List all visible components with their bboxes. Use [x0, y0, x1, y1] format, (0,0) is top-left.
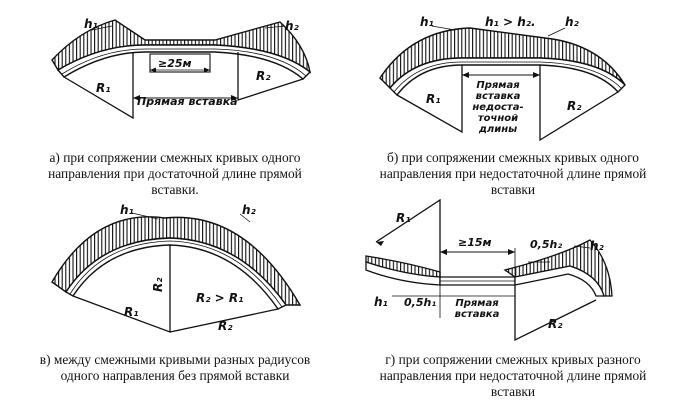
panel-a-label-h1: h₁ — [84, 17, 98, 31]
panel-c-label-h1: h₁ — [120, 203, 134, 217]
panel-b-drawing: h₁ h₁ > h₂. h₂ R₁ R₂ Прямая вставка недо… — [379, 15, 626, 142]
panel-b-label-r1: R₁ — [426, 92, 441, 106]
panel-b-straight-label: Прямая вставка недоста- точной длины — [472, 80, 523, 135]
panel-c-superelevation-band — [51, 216, 302, 306]
panel-a-label-r2: R₂ — [256, 69, 271, 83]
panel-c-label-r2: R₂ — [218, 319, 233, 333]
panel-c-drawing: h₁ h₂ R₁ R₂ R₂ > R₁ R₂ — [51, 203, 302, 333]
panel-b-radius-r2 — [539, 65, 619, 142]
svg-text:недоста-: недоста- — [472, 102, 523, 113]
panel-c-relation: R₂ > R₁ — [196, 291, 243, 305]
svg-text:вставка: вставка — [476, 91, 521, 102]
panel-c-road-surface — [65, 237, 288, 310]
panel-d-half-h2: 0,5h₂ — [530, 238, 562, 251]
svg-text:Прямая: Прямая — [455, 298, 499, 309]
caption-d: г) при сопряжении смежных кривых разного… — [379, 352, 647, 399]
panel-b-label-r2: R₂ — [567, 99, 582, 113]
panel-d-label-r2: R₂ — [548, 317, 563, 331]
caption-a: а) при сопряжении смежных кривых одного … — [48, 150, 302, 197]
panel-b-centerline — [393, 61, 623, 93]
panel-a-min-length-box — [149, 53, 211, 73]
panel-d-min-length: ≥15м — [458, 236, 492, 249]
panel-d-drawing: R₁ ≥15м 0,5h₂ h₂ h₁ 0,5h₁ Прямая вставка… — [365, 198, 613, 342]
panel-c-label-h2: h₂ — [242, 203, 257, 217]
panel-d-straight-label: Прямая вставка — [455, 298, 500, 320]
panel-a-min-length: ≥25м — [158, 57, 192, 70]
caption-b: б) при сопряжении смежных кривых одного … — [379, 150, 647, 197]
panel-a-radius-r2 — [237, 52, 304, 101]
panel-d-label-h1: h₁ — [374, 295, 388, 309]
svg-text:точной: точной — [478, 113, 518, 124]
panel-d-half-h1: 0,5h₁ — [404, 296, 436, 309]
svg-text:вставка: вставка — [455, 309, 500, 320]
panel-a-straight-label: Прямая вставка — [137, 95, 238, 108]
panel-a-centerline — [61, 48, 307, 77]
panel-c-label-r2-vertical: R₂ — [151, 277, 165, 292]
panel-b-label-h2: h₂ — [565, 15, 580, 29]
panel-d-right-road-surface — [514, 265, 605, 297]
panel-d-label-h2: h₂ — [590, 239, 605, 253]
panel-a-radius-r1 — [63, 52, 134, 120]
panel-c-radius-r2 — [169, 308, 279, 333]
panel-d-radius-r2 — [514, 285, 597, 342]
svg-text:Прямая: Прямая — [476, 80, 520, 91]
panel-d-label-r1: R₁ — [396, 211, 411, 225]
panel-a-label-r1: R₁ — [96, 81, 111, 95]
panel-b-radius-r1 — [396, 65, 463, 134]
panel-a-label-h2: h₂ — [285, 19, 300, 33]
panel-c-centerline — [69, 240, 283, 308]
panel-b-label-h1: h₁ — [420, 15, 434, 29]
caption-c: в) между смежными кривыми разных радиусо… — [39, 352, 311, 383]
svg-text:длины: длины — [478, 124, 517, 135]
panel-b-relation: h₁ > h₂. — [485, 15, 536, 29]
panel-c-label-r1: R₁ — [124, 305, 139, 319]
panel-a-road-surface — [56, 44, 312, 80]
panel-a-drawing: h₁ h₂ R₁ R₂ ≥25м Прямая вставка — [51, 17, 312, 120]
